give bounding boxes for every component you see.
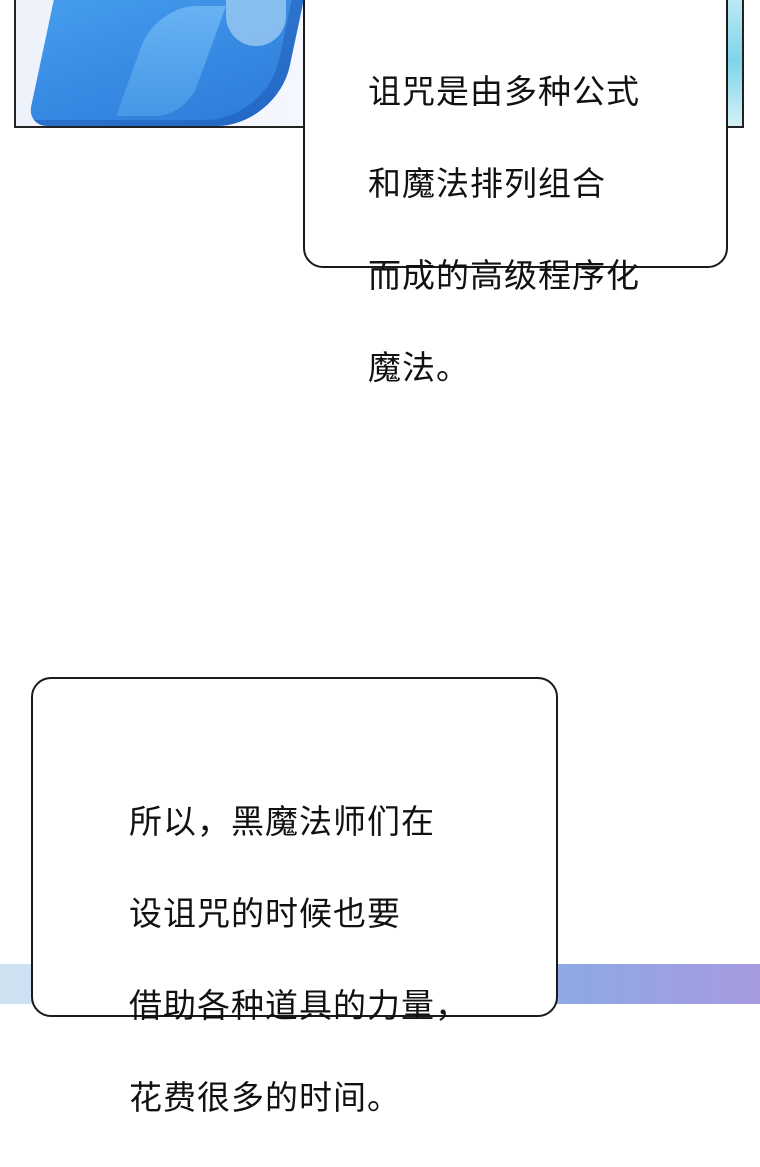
robe-sleeve bbox=[226, 0, 286, 46]
bubble-line: 所以，黑魔法师们在 bbox=[129, 802, 435, 841]
speech-bubble-1: 诅咒是由多种公式 和魔法排列组合 而成的高级程序化 魔法。 bbox=[303, 0, 728, 387]
speech-bubble-1-text: 诅咒是由多种公式 和魔法排列组合 而成的高级程序化 魔法。 bbox=[368, 23, 640, 437]
speech-bubble-2-text: 所以，黑魔法师们在 设诅咒的时候也要 借助各种道具的力量， 花费很多的时间。 bbox=[129, 753, 469, 1167]
bubble-line: 魔法。 bbox=[368, 348, 470, 387]
bubble-line: 花费很多的时间。 bbox=[129, 1078, 401, 1117]
bubble-line: 诅咒是由多种公式 bbox=[368, 72, 640, 111]
bubble-line: 和魔法排列组合 bbox=[368, 164, 606, 203]
sparkle-background bbox=[726, 0, 742, 126]
bubble-line: 设诅咒的时候也要 bbox=[129, 894, 401, 933]
speech-bubble-2: 所以，黑魔法师们在 设诅咒的时候也要 借助各种道具的力量， 花费很多的时间。 bbox=[31, 677, 558, 1117]
bubble-line: 借助各种道具的力量， bbox=[129, 986, 469, 1025]
bubble-line: 而成的高级程序化 bbox=[368, 256, 640, 295]
